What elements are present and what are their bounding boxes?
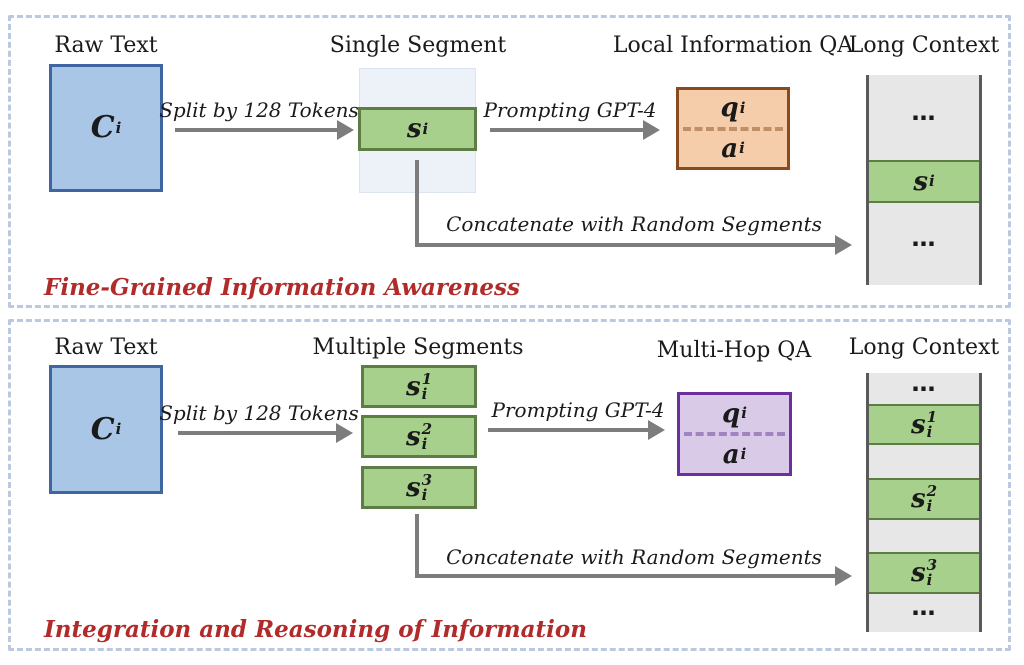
prompt-arrow [490,128,643,132]
multiple-segments-title: Multiple Segments [312,335,524,360]
context-row-ellipsis: ⋯ [911,103,937,132]
prompt-arrow-label: Prompting GPT-4 [483,98,657,122]
context-row-gap [869,445,979,478]
concat-vline [415,160,419,245]
concat-arrow-label: Concatenate with Random Segments [446,212,822,236]
context-row-ellipsis: ⋯ [911,599,937,627]
split-arrow-label: Split by 128 Tokens [159,401,359,425]
panel-integration-reasoning [8,319,1011,651]
context-row-ellipsis: ⋯ [911,374,937,403]
split-arrow [175,128,337,132]
panel-caption: Fine-Grained Information Awareness [44,274,520,301]
prompt-arrow-label: Prompting GPT-4 [491,398,665,422]
local-information-qa-title: Local Information QA [612,33,854,58]
concat-arrow-label: Concatenate with Random Segments [446,545,822,569]
single-segment-title: Single Segment [329,33,507,58]
concat-vline [415,514,419,576]
multi-hop-qa-title: Multi-Hop QA [656,338,812,363]
raw-text-title: Raw Text [54,335,158,360]
concat-arrow [415,243,835,247]
long-context-title: Long Context [848,335,1000,360]
long-context-title: Long Context [848,33,1000,58]
qa-divider [684,432,785,436]
prompt-arrow [488,428,648,432]
split-arrow [178,431,336,435]
split-arrow-label: Split by 128 Tokens [159,98,359,122]
context-row-ellipsis: ⋯ [911,230,937,258]
qa-divider [683,126,783,131]
panel-caption: Integration and Reasoning of Information [44,616,587,643]
raw-text-title: Raw Text [54,33,158,58]
context-row-gap [869,520,979,552]
panel-fine-grained-awareness [8,15,1011,308]
concat-arrow [415,574,835,578]
